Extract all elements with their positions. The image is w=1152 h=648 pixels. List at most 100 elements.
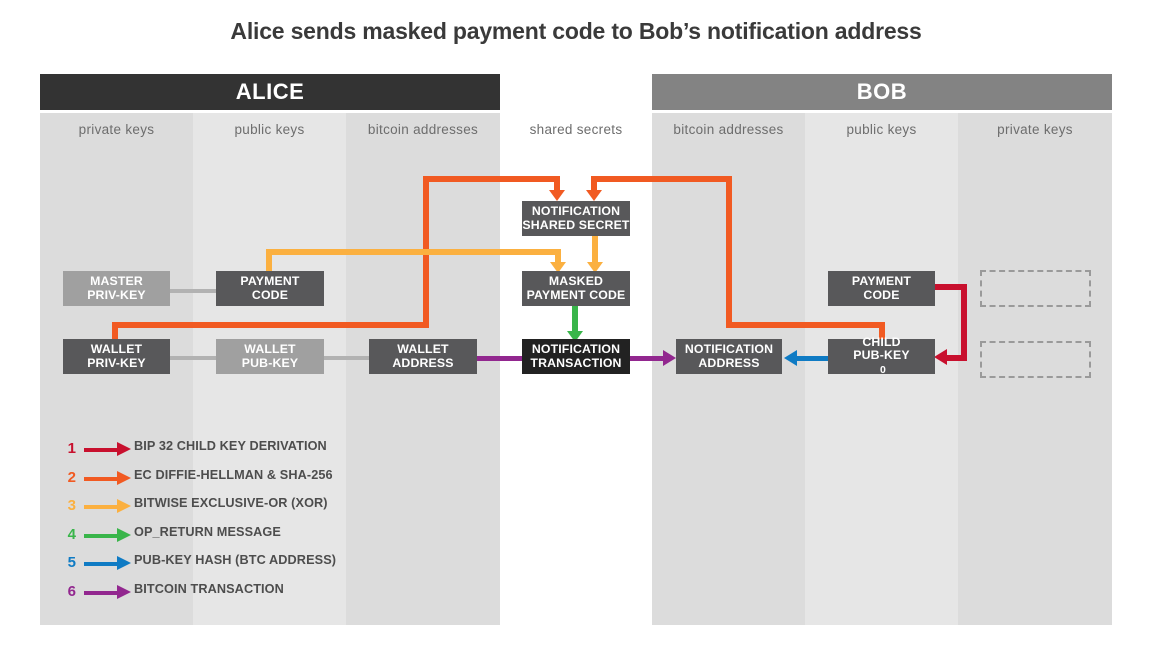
legend-arrow-shaft-2 <box>84 476 118 481</box>
arrowhead-opreturn-into-notification-tx <box>567 331 583 342</box>
node-line-1: MASTER <box>90 274 143 288</box>
node-line-1: WALLET <box>244 342 296 356</box>
path-xor-paymentcode-vert <box>266 249 272 272</box>
legend-label-4: OP_RETURN MESSAGE <box>134 524 281 539</box>
column-caption-bob-bitcoin-addresses: bitcoin addresses <box>673 122 784 137</box>
path-ecdh-bob-vert <box>726 176 732 328</box>
node-bob-private-key-placeholder-1 <box>980 270 1091 307</box>
node-line-1: WALLET <box>397 342 449 356</box>
node-line-1: PAYMENT <box>851 274 912 288</box>
node-bob-child-pub-key[interactable]: CHILD PUB-KEY 0 <box>828 334 935 377</box>
node-line-1: CHILD <box>862 334 901 349</box>
column-caption-shared-secrets: shared secrets <box>529 122 623 137</box>
node-line-1: PAYMENT <box>240 274 300 288</box>
arrowhead-pubkeyhash-into-notification-address <box>784 350 797 366</box>
node-line-2: CODE <box>251 287 289 302</box>
node-bob-notification-address[interactable]: NOTIFICATION ADDRESS <box>676 339 782 374</box>
column-caption-alice-public-keys: public keys <box>234 122 305 137</box>
node-line-1: NOTIFICATION <box>684 342 774 356</box>
path-bitcointx-left <box>477 356 523 361</box>
connector-wallet-pub-to-address <box>315 356 379 360</box>
node-bob-payment-code[interactable]: PAYMENT CODE <box>828 271 935 306</box>
node-alice-wallet-priv-key[interactable]: WALLET PRIV-KEY <box>63 339 170 374</box>
arrowhead-ecdh-into-shared-secret-left <box>549 190 565 201</box>
path-opreturn-vert <box>572 305 578 337</box>
legend-label-2: EC DIFFIE-HELLMAN & SHA-256 <box>134 467 333 482</box>
node-line-2: ADDRESS <box>698 355 760 370</box>
legend-label-6: BITCOIN TRANSACTION <box>134 581 284 596</box>
node-alice-wallet-pub-key[interactable]: WALLET PUB-KEY <box>216 339 324 374</box>
node-line-1: NOTIFICATION <box>531 204 621 218</box>
path-pubkeyhash-horz <box>797 356 828 361</box>
node-line-2: ADDRESS <box>392 355 454 370</box>
node-line-1: WALLET <box>90 342 143 356</box>
node-line-2: SHARED SECRET <box>522 217 630 232</box>
arrowhead-xor-secret-into-masked <box>587 262 603 273</box>
node-notification-shared-secret[interactable]: NOTIFICATION SHARED SECRET <box>522 201 630 236</box>
legend-arrowhead-4 <box>117 527 131 542</box>
column-band-bob-private-keys <box>958 113 1112 625</box>
path-xor-horz <box>266 249 561 255</box>
node-bob-private-key-placeholder-2 <box>980 341 1091 378</box>
legend-arrowhead-3 <box>117 499 131 513</box>
legend-arrow-shaft-1 <box>84 448 118 452</box>
arrowhead-xor-into-masked <box>550 262 566 273</box>
node-line-2: PUB-KEY <box>853 348 910 363</box>
arrowhead-bip32-into-child-pubkey <box>934 349 947 365</box>
column-caption-alice-private-keys: private keys <box>78 122 155 137</box>
legend-label-5: PUB-KEY HASH (BTC ADDRESS) <box>134 553 337 567</box>
legend-arrow-shaft-3 <box>84 505 118 509</box>
legend-number-1: 1 <box>67 440 76 457</box>
path-bitcointx-right <box>629 356 667 361</box>
node-child-index: 0 <box>880 363 887 376</box>
node-line-2: PRIV-KEY <box>87 287 146 302</box>
node-masked-payment-code[interactable]: MASKED PAYMENT CODE <box>522 271 630 306</box>
legend-arrowhead-6 <box>117 584 131 599</box>
connector-wallet-priv-to-pub <box>160 356 226 360</box>
node-line-2-with-index: PUB-KEY 0 <box>853 349 909 377</box>
legend-number-6: 6 <box>67 582 76 600</box>
legend-arrowhead-1 <box>117 442 131 456</box>
connector-master-to-payment-code <box>160 289 226 293</box>
path-ecdh-alice-horz <box>112 322 429 328</box>
node-notification-transaction[interactable]: NOTIFICATION TRANSACTION <box>522 339 630 374</box>
node-line-1: MASKED <box>548 274 604 288</box>
node-line-2: PAYMENT CODE <box>526 287 626 302</box>
node-line-2: CODE <box>863 287 900 302</box>
legend-arrow-shaft-6 <box>84 590 118 595</box>
path-xor-drop <box>555 249 561 269</box>
node-alice-wallet-address[interactable]: WALLET ADDRESS <box>369 339 477 374</box>
node-alice-master-priv-key[interactable]: MASTER PRIV-KEY <box>63 271 170 306</box>
party-header-alice: ALICE <box>40 74 500 110</box>
node-line-1: NOTIFICATION <box>531 342 621 356</box>
page-title: Alice sends masked payment code to Bob’s… <box>230 18 922 44</box>
path-ecdh-bob-top-horz <box>591 176 732 182</box>
path-ecdh-alice-top-horz <box>423 176 558 182</box>
node-line-2: PRIV-KEY <box>87 355 146 370</box>
path-ecdh-bob-drop <box>591 176 597 192</box>
path-ecdh-alice-drop <box>554 176 560 192</box>
path-xor-secret-vert <box>592 235 598 269</box>
legend-arrowhead-5 <box>117 556 131 570</box>
legend-number-4: 4 <box>67 525 76 543</box>
legend-arrow-shaft-4 <box>84 533 118 538</box>
path-bip32-top-horz <box>935 284 967 290</box>
legend-number-5: 5 <box>67 554 76 571</box>
legend-arrow-shaft-5 <box>84 562 118 566</box>
legend-number-3: 3 <box>67 497 76 514</box>
party-header-bob: BOB <box>652 74 1112 110</box>
column-caption-bob-public-keys: public keys <box>846 122 917 137</box>
legend-arrowhead-2 <box>117 470 131 485</box>
arrowhead-bitcointx-into-notification-address <box>663 350 676 366</box>
node-line-2: PUB-KEY <box>241 355 299 370</box>
arrowhead-ecdh-into-shared-secret-right <box>586 190 602 201</box>
column-caption-alice-bitcoin-addresses: bitcoin addresses <box>367 122 479 137</box>
legend-label-3: BITWISE EXCLUSIVE-OR (XOR) <box>134 496 328 510</box>
path-bip32-vert <box>961 284 967 356</box>
node-alice-payment-code[interactable]: PAYMENT CODE <box>216 271 324 306</box>
column-caption-bob-private-keys: private keys <box>997 122 1073 137</box>
path-bip32-bottom-horz <box>947 355 967 361</box>
legend-number-2: 2 <box>67 468 76 486</box>
node-line-2: TRANSACTION <box>530 355 622 370</box>
